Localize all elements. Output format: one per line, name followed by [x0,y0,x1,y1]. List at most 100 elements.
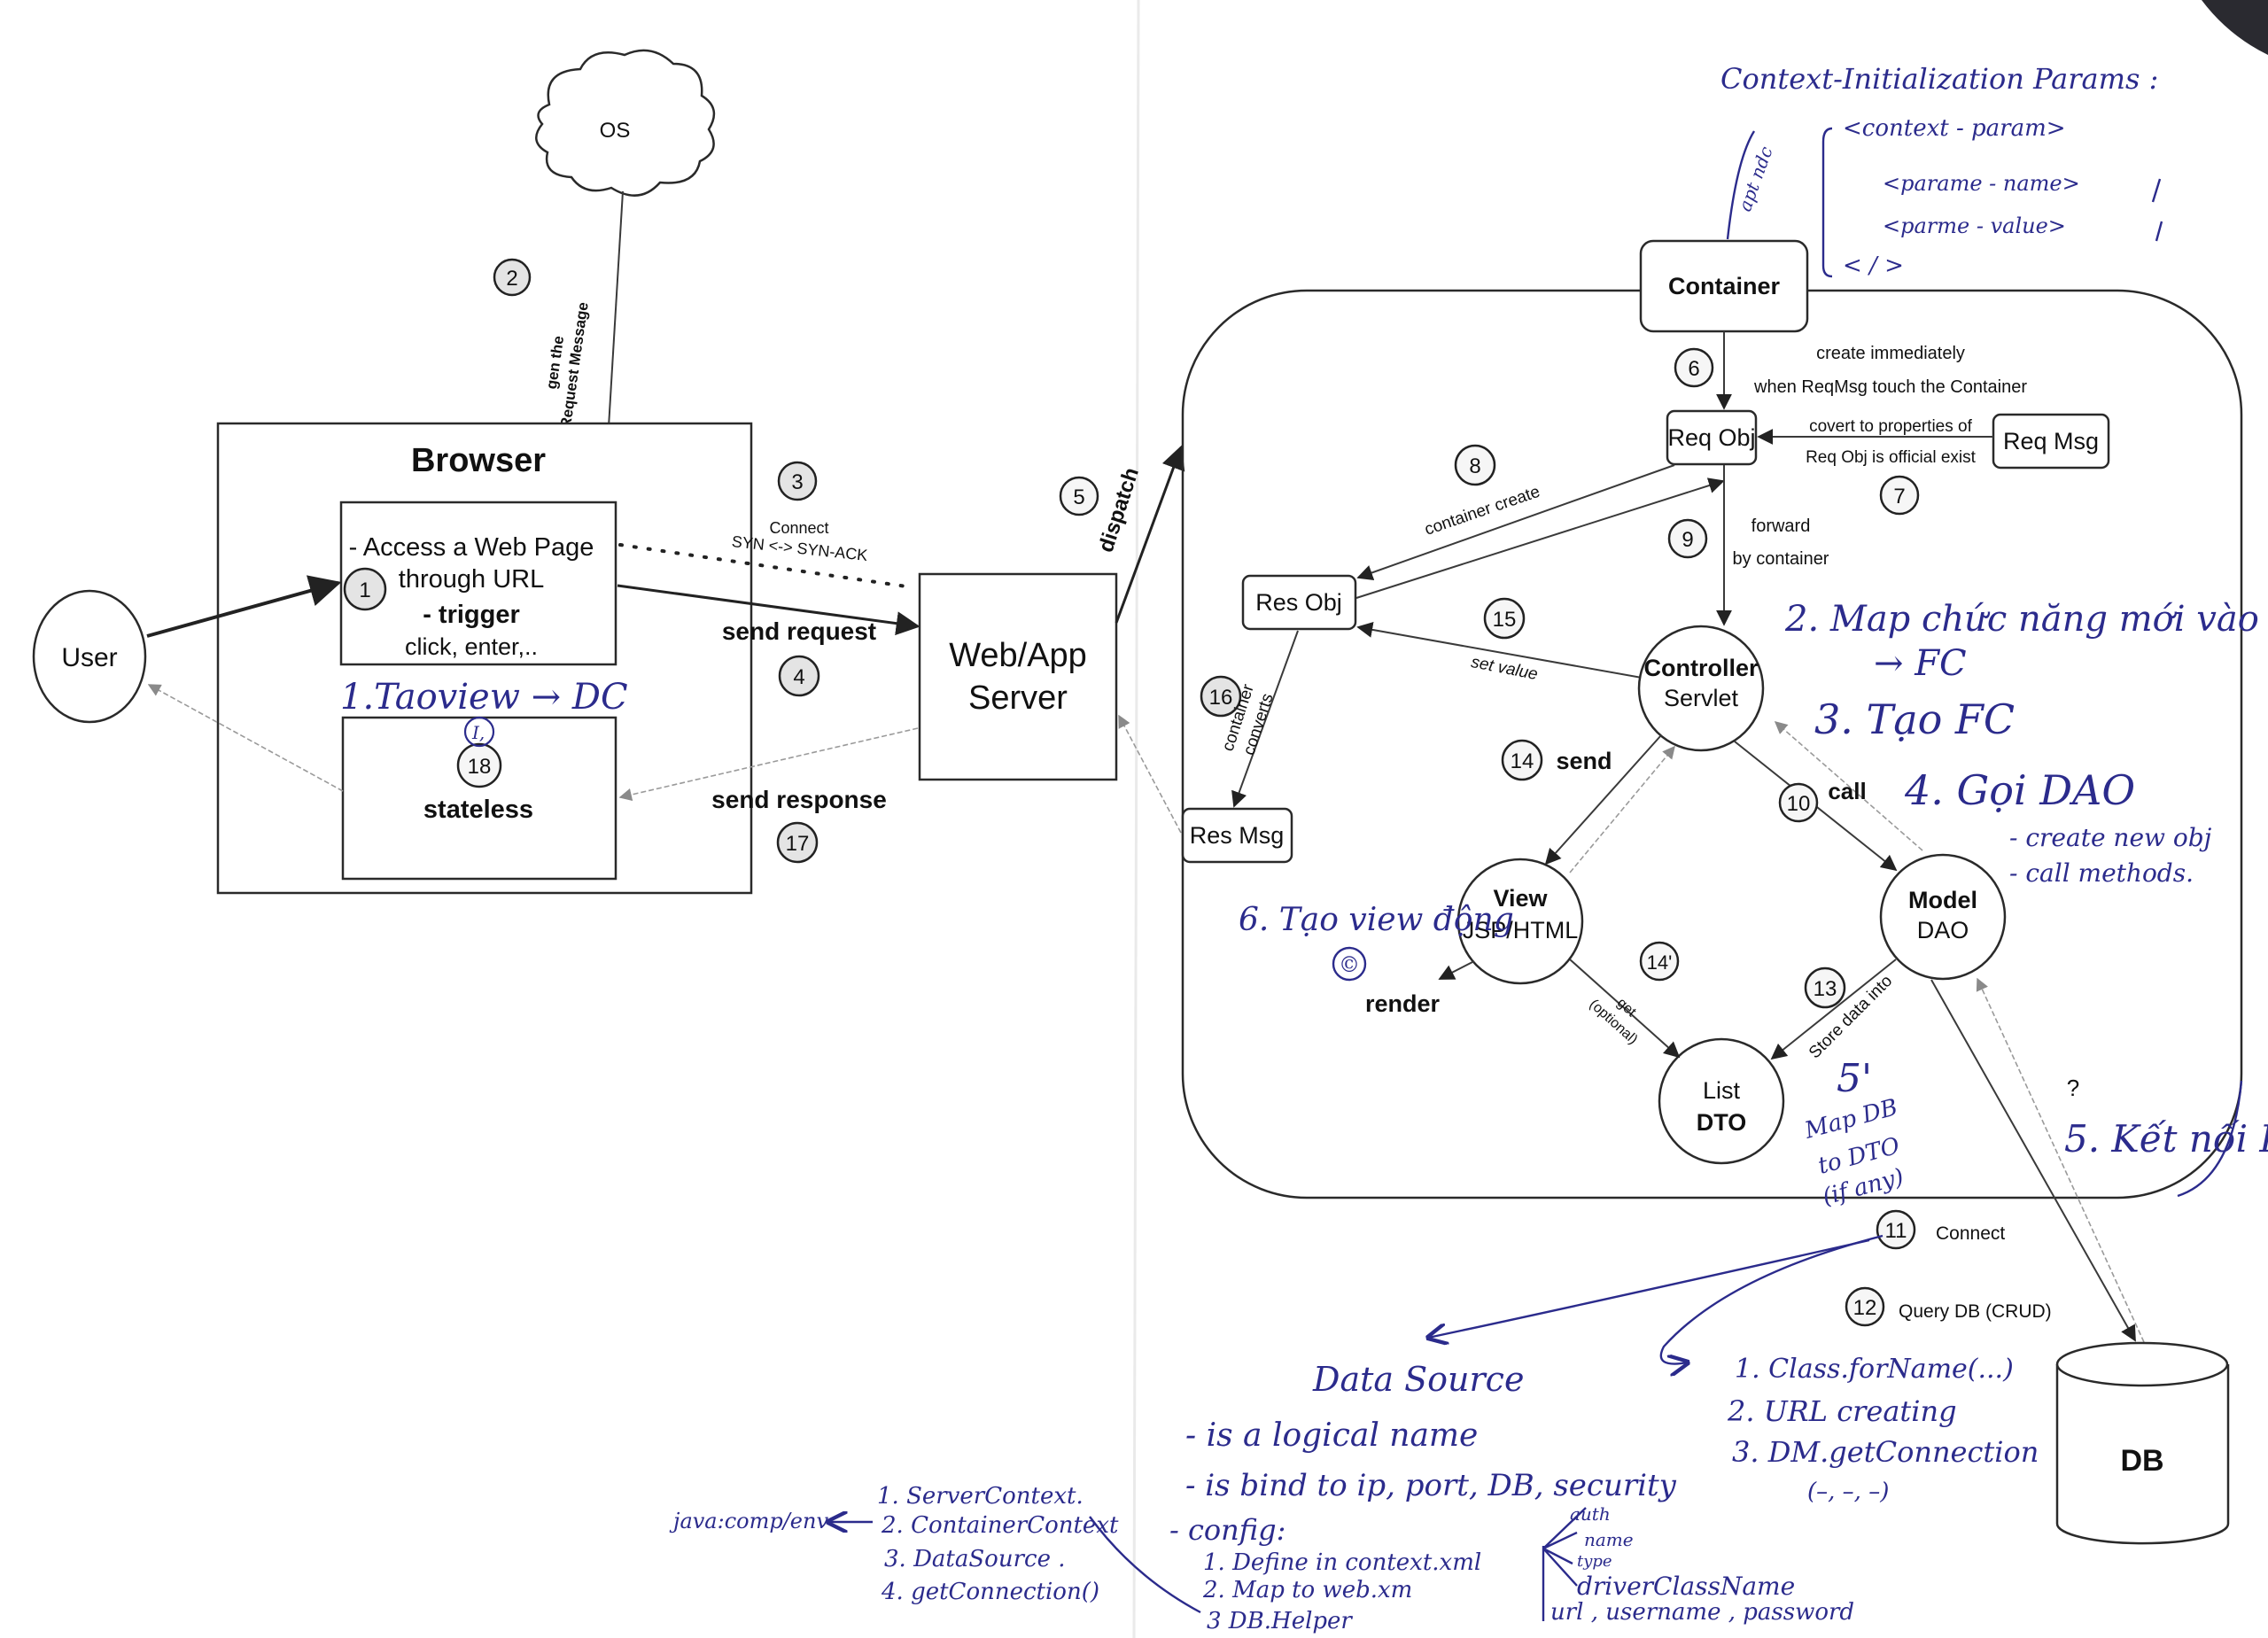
svg-text:3: 3 [791,470,803,494]
step-15-badge: 15 [1483,597,1526,640]
os-label: OS [600,119,631,143]
view-label: View [1493,885,1548,912]
svg-text:3. DM.getConnection: 3. DM.getConnection [1732,1435,2039,1469]
svg-text:- create new obj: - create new obj [2009,823,2212,852]
res-msg-label: Res Msg [1190,822,1285,849]
note-step3: 3. Tạo FC [1814,695,2015,743]
model-to-db-arrow [1930,979,2136,1342]
svg-text:java:comp/env: java:comp/env [669,1509,828,1533]
controller-to-resobj-arrow [1356,621,1658,681]
resobj-to-resmsg-arrow [1231,630,1299,808]
list-label: List [1703,1077,1741,1104]
svg-text:9: 9 [1682,528,1693,552]
svg-text:2: 2 [506,267,517,291]
render-label: render [1365,990,1441,1017]
step-16-badge: 16 [1200,675,1242,718]
create-immediately-label: create immediately [1816,344,1965,363]
svg-text:2. Map chức năng mới vào DC: 2. Map chức năng mới vào DC [1784,599,2268,640]
svg-text:13: 13 [1814,977,1837,1001]
svg-text:18: 18 [468,755,492,779]
svg-text:Context-Initialization Params: Context-Initialization Params : [1720,62,2158,96]
svg-text:1. Define in context.xml: 1. Define in context.xml [1203,1549,1481,1576]
svg-text:- call methods.: - call methods. [2009,858,2194,888]
user-to-browser-arrow [146,575,342,638]
controller-servlet-node: Controller Servlet [1637,625,1765,752]
view-node: View JSP/HTML [1456,858,1584,985]
by-container-label: by container [1733,549,1829,569]
svg-text:4: 4 [793,665,804,689]
note-step5-curve [2177,1080,2243,1198]
svg-text:12: 12 [1853,1296,1877,1320]
step-18-badge: 18 [456,742,502,788]
step-9-badge: 9 [1667,518,1708,559]
os-cloud: OS [535,49,716,197]
question-mark: ? [2067,1075,2079,1101]
photo-edge-shadow [2202,0,2268,55]
svg-text:1. ServerContext.: 1. ServerContext. [877,1483,1084,1510]
req-msg-label: Req Msg [2003,428,2099,454]
svg-text:Data Source: Data Source [1312,1360,1524,1399]
svg-text:8: 8 [1469,454,1480,478]
svg-text:apt ndc: apt ndc [1734,144,1777,214]
access-line-3: - trigger [423,601,520,629]
svg-text:1. Class.forName(...): 1. Class.forName(...) [1735,1354,2014,1385]
send-request-label: send request [722,617,876,645]
dispatch-arrow [1115,445,1185,624]
step-10-badge: 10 [1778,782,1819,823]
step-11-badge: 11 [1876,1209,1916,1250]
note-jndi: java:comp/env 1. ServerContext. 2. Conta… [669,1483,1201,1614]
stateless-to-user-arrow [147,684,344,792]
svg-text:url , username , password: url , username , password [1550,1599,1854,1626]
model-to-controller-arrow [1774,721,1923,851]
res-msg-box [1181,807,1293,864]
web-app-server-box [918,572,1118,781]
svg-text:6. Tạo view động: 6. Tạo view động [1239,902,1514,938]
note-datasource-arrow [1428,1238,1870,1338]
db-cylinder: DB [2055,1341,2230,1545]
step-4-badge: 4 [778,655,820,697]
svg-text:4. Gọi DAO: 4. Gọi DAO [1904,766,2135,814]
paper-fold [1132,0,1140,1638]
dao-label: DAO [1917,917,1969,943]
user-node: User [32,589,147,724]
svg-text:10: 10 [1787,792,1811,816]
svg-text:11: 11 [1885,1219,1907,1243]
send-request-arrow [617,584,920,636]
web-app-server-label-1: Web/App [949,637,1087,674]
view-to-dto-arrow [1569,959,1681,1059]
svg-text:1: 1 [359,578,370,602]
get-optional-label: get (optional) [1587,996,1641,1048]
note-step6: 6. Tạo view động © [1239,902,1514,982]
note-step5b: 5' Map DB to DTO (if any) [1801,1056,1907,1211]
svg-text:name: name [1584,1529,1634,1550]
note-step1-mark: I, [471,722,485,743]
svg-text:14': 14' [1647,951,1673,974]
svg-text:<context - param>: <context - param> [1843,115,2066,142]
access-line-4: click, enter,.. [405,633,538,660]
resobj-to-reqobj-arrow [1355,477,1725,599]
db-connect-label: Connect [1936,1223,2005,1244]
note-resource-attrs: auth name type driverClassName url , use… [1542,1503,1854,1626]
svg-text:2. ContainerContext: 2. ContainerContext [881,1512,1119,1539]
call-label: call [1828,778,1866,804]
svg-text:<parme - value>: <parme - value> [1883,213,2066,238]
req-msg-box [1992,413,2110,470]
view-to-controller-arrow [1569,745,1675,873]
svg-text:17: 17 [786,832,810,856]
dto-label: DTO [1697,1109,1747,1136]
req-obj-label: Req Obj [1667,424,1755,451]
step-5-badge: 5 [1059,476,1099,516]
controller-label: Controller [1643,655,1758,681]
note-step1: 1.Taoview → DC [340,677,628,718]
db-to-model-arrow [1976,977,2145,1343]
note-step2: 2. Map chức năng mới vào DC → FC [1784,599,2268,684]
note-jdbc-steps: 1. Class.forName(...) 2. URL creating 3.… [1727,1354,2039,1505]
step-12-badge: 12 [1845,1286,1885,1327]
db-label: DB [2120,1444,2163,1478]
step-17-badge: 17 [776,821,819,864]
step-14b-badge: 14' [1639,941,1680,982]
svg-text:5: 5 [1073,485,1084,509]
query-db-label: Query DB (CRUD) [1899,1301,2052,1322]
svg-text:- config:: - config: [1169,1513,1285,1547]
step-1-badge: 1 [343,567,387,611]
